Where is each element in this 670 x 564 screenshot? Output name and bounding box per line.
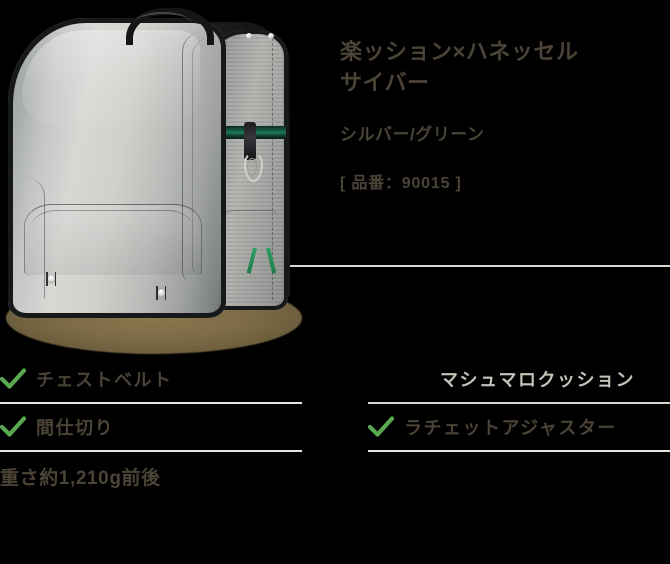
feature-label: ラチェットアジャスター [404,418,617,438]
bag-right-crease-inner [192,38,217,274]
product-title: 楽ッション×ハネッセル サイバー [340,39,579,96]
info-divider [283,265,670,267]
bag-side-seam [212,210,278,271]
feature-divider [368,450,670,452]
bag-strap-rivet [246,33,252,39]
bag-side-stitch [272,38,273,300]
bag-right-crease [182,32,217,282]
feature-list-left: チェストベルト 間仕切り 重さ約1,210g前後 [0,356,302,500]
check-icon [0,416,26,438]
randoseru-backpack-illustration [8,8,293,326]
feature-divider [0,402,302,404]
feature-row: ラチェットアジャスター [368,404,670,450]
bag-clasp-stud-right [156,286,166,300]
feature-row: マシュマロクッション [368,356,670,402]
feature-row: チェストベルト [0,356,302,402]
product-code-label: [ 品番：90015 ] [340,175,462,193]
feature-label: チェストベルト [36,370,173,390]
bag-flap-seam-inner [30,210,194,269]
bag-carry-handle-sheen [134,12,192,24]
check-icon [368,416,394,438]
feature-row: 間仕切り [0,404,302,450]
product-weight-row: 重さ約1,210g前後 [0,452,302,500]
feature-label: マシュマロクッション [440,370,635,390]
feature-label: 間仕切り [36,418,114,438]
feature-divider [0,450,302,452]
bag-strap-rivet [268,33,274,39]
bag-green-v-logo [250,248,272,274]
bag-metal-hook-inner [247,158,257,176]
product-color-label: シルバー/グリーン [340,125,485,145]
bag-metal-hook [244,152,263,182]
bag-buckle [244,122,256,160]
feature-divider [368,402,670,404]
product-image [0,0,310,360]
bag-clasp-stud-left [46,272,56,286]
check-icon [0,368,26,390]
product-weight-label: 重さ約1,210g前後 [0,467,161,489]
bag-left-crease [18,178,45,298]
feature-list-right: マシュマロクッション ラチェットアジャスター [368,356,670,452]
product-info-panel: 楽ッション×ハネッセル サイバー シルバー/グリーン [ 品番：90015 ] [340,36,660,193]
